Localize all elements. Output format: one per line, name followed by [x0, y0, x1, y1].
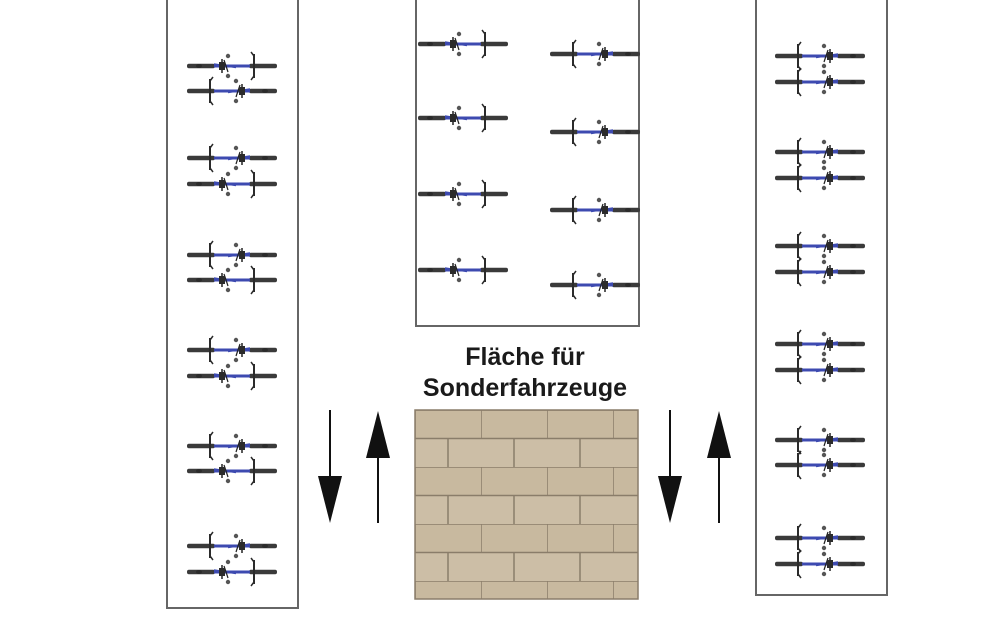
- center-bike-block: [416, 28, 642, 301]
- right-bike-pair-1: [773, 40, 867, 98]
- left-aisle-down-arrow-icon: [318, 410, 342, 523]
- right-bike-pair-6: [773, 522, 867, 580]
- special-area-label-line2: Sonderfahrzeuge: [422, 374, 628, 402]
- right-aisle-down-arrow-icon: [658, 410, 682, 523]
- left-bike-pair-4: [185, 334, 279, 392]
- left-bike-pair-2: [185, 142, 279, 200]
- special-vehicle-paving-area: [414, 409, 639, 600]
- center-bike-row-3: [416, 178, 642, 226]
- right-bike-pair-3: [773, 230, 867, 288]
- special-area-label: Fläche für Sonderfahrzeuge: [400, 342, 650, 404]
- center-bike-row-1: [416, 28, 642, 70]
- right-bike-pair-2: [773, 136, 867, 194]
- right-bike-pair-4: [773, 328, 867, 386]
- left-aisle-up-arrow-icon: [366, 411, 390, 523]
- center-stall-border: [415, 0, 640, 327]
- left-bike-column: [185, 50, 279, 588]
- left-stall-border: [166, 0, 299, 609]
- right-bike-column: [773, 40, 867, 580]
- center-bike-row-4: [416, 254, 642, 301]
- center-bike-row-2: [416, 102, 642, 148]
- left-bike-pair-3: [185, 239, 279, 296]
- left-bike-pair-1: [185, 50, 279, 107]
- left-bike-pair-5: [185, 430, 279, 487]
- left-bike-pair-6: [185, 530, 279, 588]
- special-area-label-line1: Fläche für: [465, 343, 585, 371]
- right-stall-border: [755, 0, 888, 596]
- right-aisle-up-arrow-icon: [707, 411, 731, 523]
- right-bike-pair-5: [773, 424, 867, 481]
